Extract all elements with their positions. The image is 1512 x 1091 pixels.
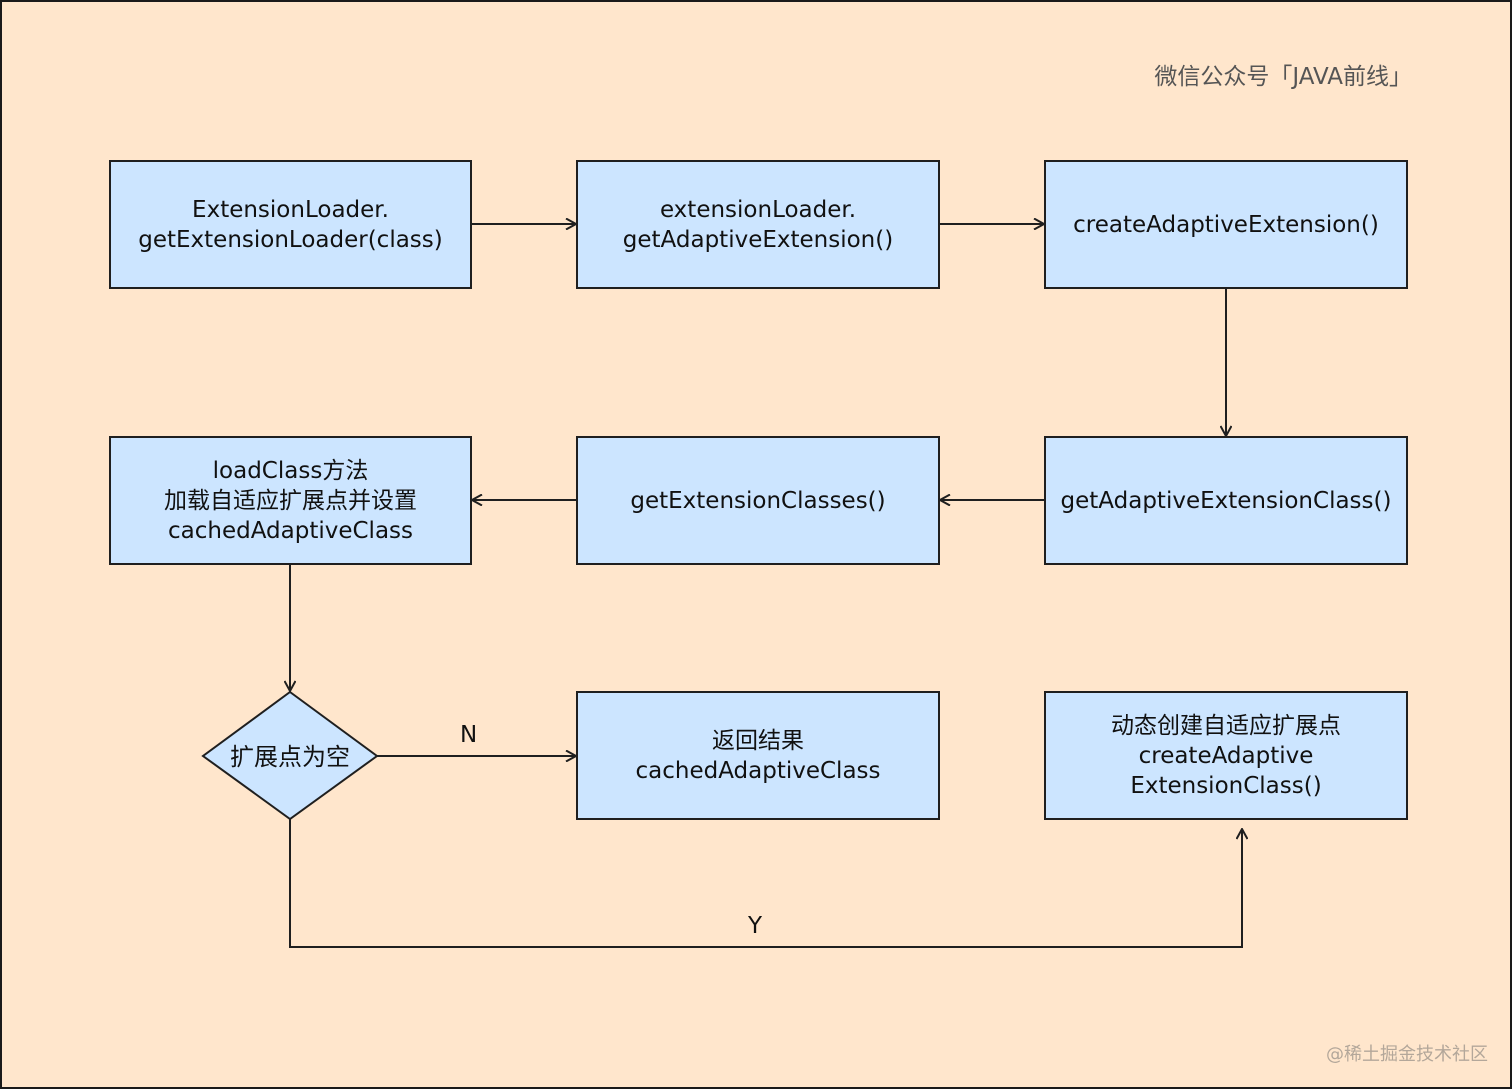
- node-line: getExtensionClasses(): [630, 487, 886, 514]
- node-load-class: loadClass方法 加载自适应扩展点并设置 cachedAdaptiveCl…: [109, 436, 472, 565]
- node-line: loadClass方法: [212, 457, 369, 484]
- node-line: extensionLoader.: [659, 196, 857, 223]
- edge-label-yes: Y: [748, 913, 763, 939]
- header-watermark: 微信公众号「JAVA前线」: [1154, 64, 1412, 90]
- node-line: ExtensionLoader.: [192, 196, 389, 223]
- edge-label-no: N: [460, 722, 478, 748]
- node-dynamic-create: 动态创建自适应扩展点 createAdaptive ExtensionClass…: [1044, 691, 1408, 820]
- arrow-decision-yes: [289, 819, 1242, 948]
- node-line: getAdaptiveExtension(): [622, 226, 894, 253]
- node-line: 动态创建自适应扩展点: [1111, 712, 1341, 739]
- node-get-adaptive-extension: extensionLoader. getAdaptiveExtension(): [576, 160, 940, 289]
- node-create-adaptive-extension: createAdaptiveExtension(): [1044, 160, 1408, 289]
- decision-label: 扩展点为空: [230, 743, 350, 771]
- node-line: createAdaptiveExtension(): [1073, 211, 1379, 238]
- node-line: getAdaptiveExtensionClass(): [1060, 487, 1392, 514]
- node-line: cachedAdaptiveClass: [167, 517, 413, 544]
- node-line: cachedAdaptiveClass: [635, 757, 881, 784]
- node-line: createAdaptive: [1138, 742, 1314, 769]
- node-return-result: 返回结果 cachedAdaptiveClass: [576, 691, 940, 820]
- node-get-extension-classes: getExtensionClasses(): [576, 436, 940, 565]
- node-line: getExtensionLoader(class): [138, 226, 443, 253]
- node-line: 返回结果: [712, 727, 804, 754]
- node-get-extension-loader: ExtensionLoader. getExtensionLoader(clas…: [109, 160, 472, 289]
- footer-watermark: @稀土掘金技术社区: [1326, 1044, 1488, 1065]
- node-line: 加载自适应扩展点并设置: [164, 487, 417, 514]
- node-get-adaptive-extension-class: getAdaptiveExtensionClass(): [1044, 436, 1408, 565]
- decision-diamond: [201, 690, 379, 821]
- node-line: ExtensionClass(): [1130, 772, 1322, 799]
